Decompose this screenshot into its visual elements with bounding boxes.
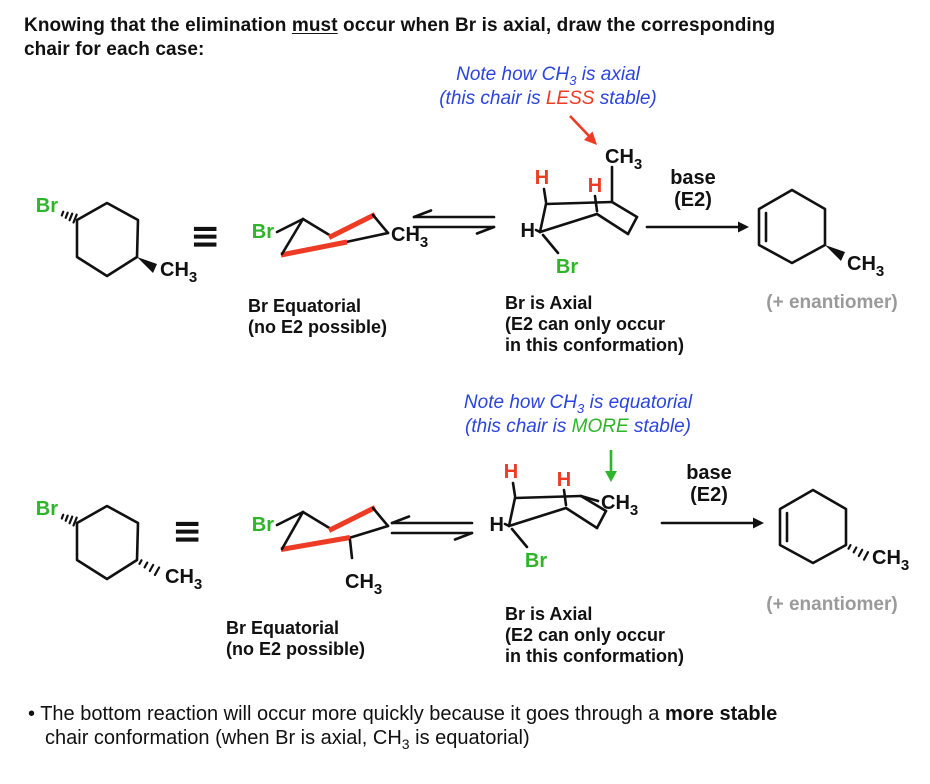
axial-h-label: H bbox=[557, 469, 571, 491]
reagent-label: base(E2) bbox=[670, 167, 716, 211]
ring-bonds bbox=[507, 494, 608, 530]
chair-br-equatorial-top: Br CH3 bbox=[252, 212, 428, 258]
label-br-axial-top: Br is Axial (E2 can only occur in this c… bbox=[505, 293, 684, 356]
solid-wedge-ch3 bbox=[137, 257, 157, 273]
hashed-wedge-ch3 bbox=[847, 543, 870, 561]
annotation-arrow-red-icon bbox=[569, 115, 597, 145]
note-ch3-equatorial: Note how CH3 is equatorial (this chair i… bbox=[463, 392, 693, 438]
br-axial-bond bbox=[510, 527, 529, 549]
ch3-equatorial-label: CH3 bbox=[601, 492, 638, 519]
ring-bonds bbox=[275, 505, 390, 552]
footnote: • The bottom reaction will occur more qu… bbox=[28, 703, 778, 753]
br-label: Br bbox=[252, 514, 274, 536]
solid-wedge-ch3 bbox=[825, 245, 845, 261]
equivalence-symbol: ≡ bbox=[190, 216, 221, 257]
ch3-label: CH3 bbox=[847, 253, 884, 280]
molecule-trans-4-methylcyclohexyl-bromide: Br CH3 bbox=[36, 195, 197, 286]
equatorial-h-label: H bbox=[490, 514, 504, 536]
product-cyclohexene-bottom: CH3 bbox=[778, 488, 909, 574]
br-label: Br bbox=[36, 195, 58, 217]
chair-br-axial-bottom: CH3 H H H Br bbox=[490, 461, 639, 572]
red-front-bond bbox=[327, 505, 377, 533]
equilibrium-arrows-icon bbox=[390, 515, 474, 541]
hashed-wedge-br bbox=[60, 513, 78, 527]
bullet: • bbox=[28, 703, 36, 725]
red-front-bond bbox=[280, 535, 351, 552]
less-stable-emphasis: LESS bbox=[545, 88, 595, 110]
ch3-label: CH3 bbox=[160, 259, 197, 286]
product-cyclohexene-top: CH3 bbox=[757, 188, 884, 280]
enantiomer-note: (+ enantiomer) bbox=[766, 292, 898, 313]
annotation-arrow-green-icon bbox=[605, 450, 617, 482]
ch3-label: CH3 bbox=[391, 224, 428, 251]
more-stable-emphasis: MORE bbox=[571, 416, 629, 438]
br-label: Br bbox=[525, 550, 547, 572]
note-ch3-axial: Note how CH3 is axial (this chair is LES… bbox=[439, 64, 657, 110]
equatorial-h-label: H bbox=[521, 220, 535, 242]
red-front-bond bbox=[327, 212, 377, 240]
more-stable-bold: more stable bbox=[664, 703, 778, 725]
ring-bonds bbox=[538, 200, 639, 236]
title-underlined-word: must bbox=[291, 15, 338, 36]
cyclohexene-ring bbox=[778, 488, 848, 565]
title-text: Knowing that the elimination bbox=[24, 15, 292, 36]
molecule-cis-4-methylcyclohexyl-bromide: Br CH3 bbox=[36, 498, 202, 593]
cyclohexene-ring bbox=[757, 188, 827, 265]
br-label: Br bbox=[36, 498, 58, 520]
label-br-equatorial-top: Br Equatorial(no E2 possible) bbox=[248, 296, 388, 338]
red-front-bond bbox=[280, 239, 348, 258]
ch3-equatorial-bond bbox=[579, 494, 600, 503]
enantiomer-note: (+ enantiomer) bbox=[766, 594, 898, 615]
axial-h-label: H bbox=[535, 167, 549, 189]
br-label: Br bbox=[252, 221, 274, 243]
equilibrium-arrows-icon bbox=[412, 209, 496, 235]
ch3-label: CH3 bbox=[165, 566, 202, 593]
chair-br-axial-top: CH3 H H H Br bbox=[521, 146, 643, 278]
page-title: Knowing that the elimination must occur … bbox=[24, 15, 776, 60]
br-label: Br bbox=[556, 256, 578, 278]
ch3-axial-bond bbox=[348, 538, 354, 560]
hashed-wedge-br bbox=[60, 210, 78, 224]
axial-h-label: H bbox=[588, 175, 602, 197]
cyclohexane-ring bbox=[75, 504, 140, 581]
cyclohexane-ring bbox=[75, 201, 140, 278]
equivalence-symbol: ≡ bbox=[172, 511, 203, 552]
ch3-axial-label: CH3 bbox=[605, 146, 642, 173]
reaction-arrow-icon bbox=[660, 517, 764, 529]
ch3-label: CH3 bbox=[345, 571, 382, 598]
ch3-label: CH3 bbox=[872, 547, 909, 574]
reaction-arrow-icon bbox=[645, 221, 749, 233]
ring-bonds bbox=[275, 212, 390, 258]
axial-h-label: H bbox=[504, 461, 518, 483]
hashed-wedge-ch3 bbox=[138, 559, 161, 577]
reagent-label: base(E2) bbox=[686, 462, 732, 506]
label-br-equatorial-bottom: Br Equatorial(no E2 possible) bbox=[226, 618, 366, 660]
chair-br-equatorial-bottom: Br CH3 bbox=[252, 505, 390, 598]
br-axial-bond bbox=[541, 233, 560, 255]
label-br-axial-bottom: Br is Axial (E2 can only occur in this c… bbox=[505, 604, 684, 667]
